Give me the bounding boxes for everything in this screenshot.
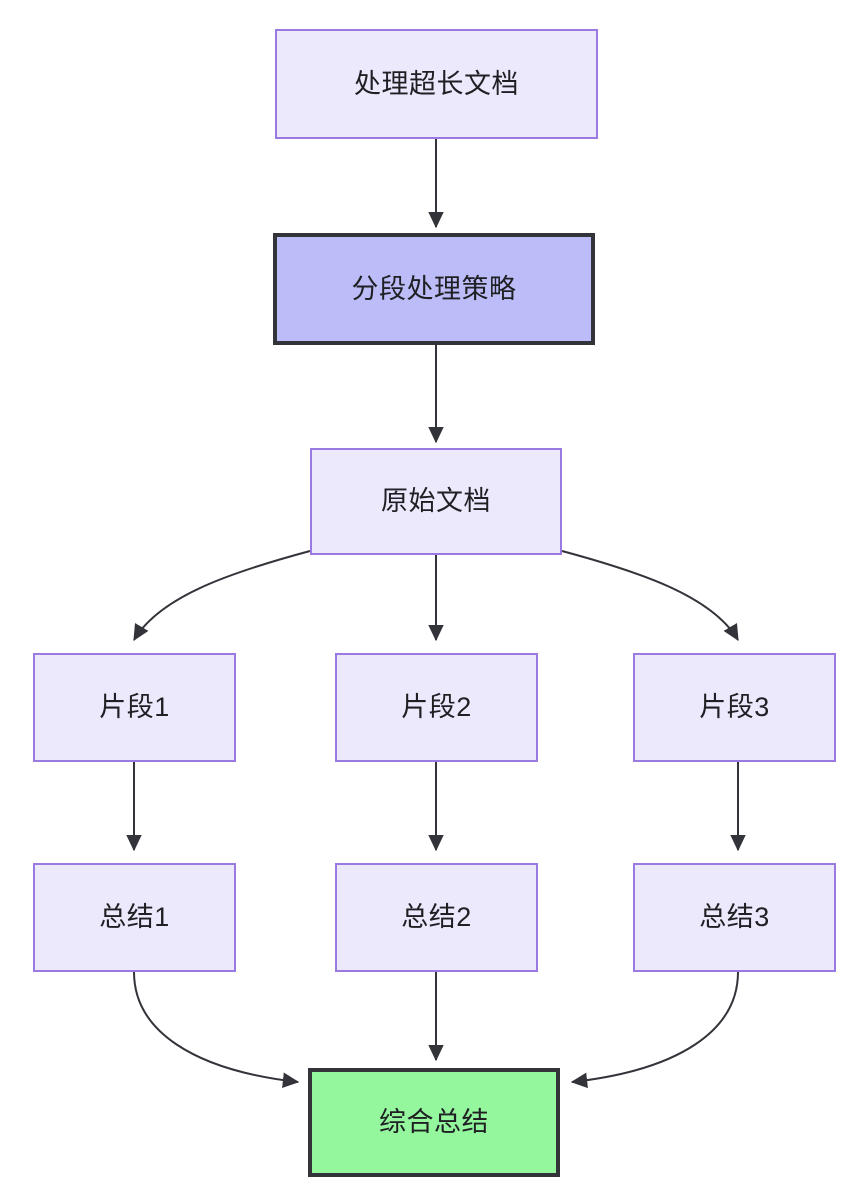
edge-n9-n10 bbox=[570, 971, 739, 1089]
edge-n7-n10 bbox=[133, 971, 300, 1089]
node-chunking-strategy[interactable]: 分段处理策略 bbox=[273, 233, 595, 345]
node-label: 片段3 bbox=[699, 692, 770, 723]
node-label: 处理超长文档 bbox=[354, 68, 519, 99]
node-summary-1[interactable]: 总结1 bbox=[33, 863, 236, 972]
node-fragment-1[interactable]: 片段1 bbox=[33, 653, 236, 762]
node-final-summary[interactable]: 综合总结 bbox=[308, 1068, 560, 1177]
node-label: 片段2 bbox=[401, 692, 472, 723]
node-summary-3[interactable]: 总结3 bbox=[633, 863, 836, 972]
node-fragment-3[interactable]: 片段3 bbox=[633, 653, 836, 762]
node-label: 分段处理策略 bbox=[351, 273, 517, 304]
node-label: 综合总结 bbox=[379, 1107, 489, 1138]
edge-n3-n4 bbox=[133, 550, 311, 642]
node-fragment-2[interactable]: 片段2 bbox=[335, 653, 538, 762]
node-label: 总结1 bbox=[99, 902, 170, 933]
node-summary-2[interactable]: 总结2 bbox=[335, 863, 538, 972]
node-label: 片段1 bbox=[99, 692, 170, 723]
node-original-document[interactable]: 原始文档 bbox=[310, 448, 562, 555]
node-label: 总结3 bbox=[699, 902, 770, 933]
edge-n3-n6 bbox=[561, 550, 739, 642]
node-label: 总结2 bbox=[401, 902, 472, 933]
node-process-long-document[interactable]: 处理超长文档 bbox=[275, 29, 598, 139]
node-label: 原始文档 bbox=[381, 486, 491, 517]
